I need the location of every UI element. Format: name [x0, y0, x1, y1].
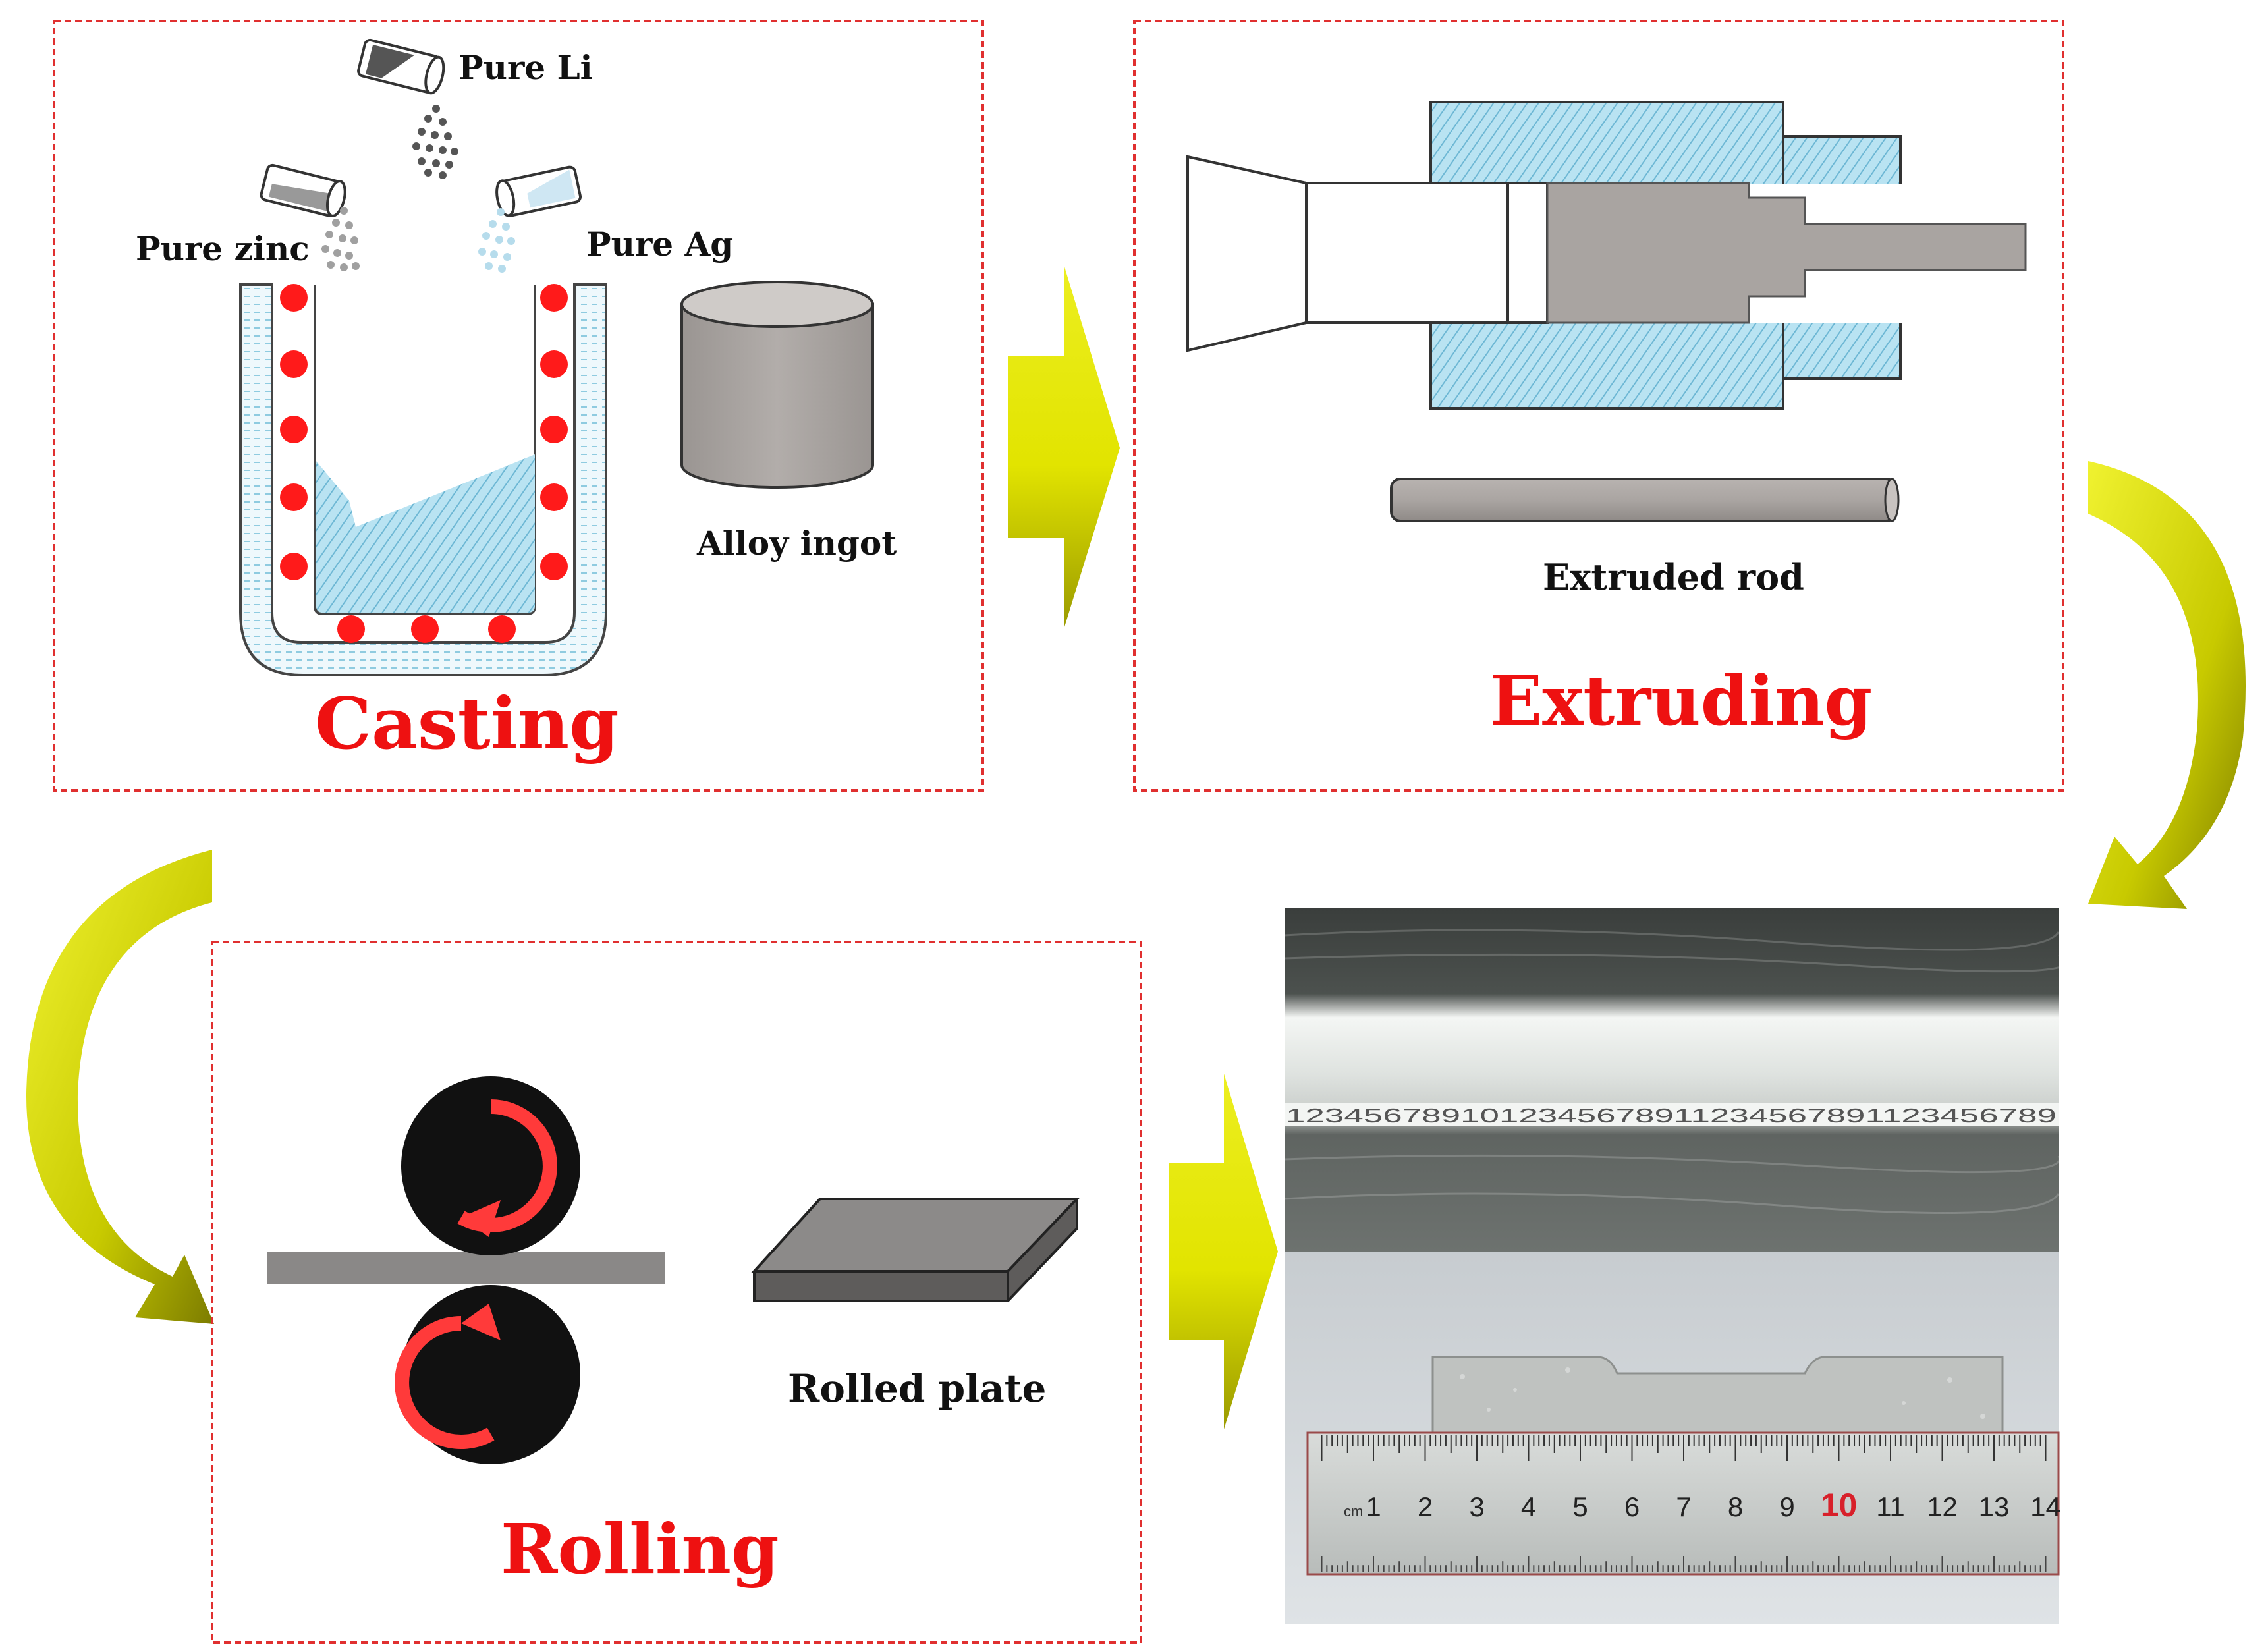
label-pure-li: Pure Li: [458, 48, 593, 87]
ruler-number: 11: [1876, 1491, 1905, 1522]
ruler-number: 7: [1676, 1491, 1691, 1522]
ruler-number: 12: [1927, 1491, 1958, 1522]
ruler-number: 14: [2030, 1491, 2061, 1522]
crucible: [239, 283, 607, 676]
label-pure-ag: Pure Ag: [586, 225, 733, 263]
heater-dots: [280, 284, 568, 643]
alloy-ingot: [680, 281, 874, 489]
casting-title: Casting: [315, 682, 619, 765]
label-pure-zinc: Pure zinc: [136, 229, 310, 268]
rotation-arrow-icon: [461, 1304, 501, 1340]
ag-particles: [478, 208, 515, 273]
ruler-number: 10: [1821, 1487, 1858, 1524]
ruler-number: 1: [1366, 1491, 1381, 1522]
extruding-panel: Extruded rod Extruding: [1133, 20, 2064, 792]
rotation-arrow-icon: [461, 1200, 501, 1237]
extruding-title: Extruding: [1490, 660, 1872, 741]
ruler-ticks: [1321, 1435, 2047, 1572]
arrow-extruding-to-photo: [2088, 461, 2246, 909]
ruler-number: 8: [1728, 1491, 1743, 1522]
ruler-unit: cm: [1344, 1503, 1363, 1520]
arrow-to-rolling: [26, 850, 215, 1324]
cup-pure-ag: [495, 165, 582, 217]
tape-scale-text: 1234567891012345678911234567891123456789: [1286, 1104, 2057, 1127]
ruler-number: 5: [1572, 1491, 1588, 1522]
arrow-rolling-to-photo: [1169, 1074, 1278, 1429]
billet: [1546, 182, 2027, 324]
rolling-panel-border: [211, 941, 1142, 1644]
label-alloy-ingot: Alloy ingot: [696, 524, 897, 563]
molten-metal: [316, 454, 535, 613]
label-extruded-rod: Extruded rod: [1543, 556, 1804, 598]
casting-panel-border: [53, 20, 984, 792]
upper-roller: [401, 1076, 580, 1255]
cup-pure-zinc: [260, 163, 346, 217]
ruler-number: 6: [1624, 1491, 1640, 1522]
ram: [1186, 155, 1549, 352]
casting-panel: Pure Li Pure zinc Pure Ag Alloy ingot Ca…: [53, 20, 984, 792]
rolling-title: Rolling: [501, 1508, 779, 1589]
ruler-number: 3: [1469, 1491, 1484, 1522]
ruler-number: 9: [1779, 1491, 1794, 1522]
extruded-rod: [1390, 478, 1900, 522]
rolled-plate: [751, 1198, 1080, 1302]
arrow-casting-to-extruding: [1008, 265, 1120, 629]
cup-pure-li: [357, 38, 445, 95]
measure-tape: [1285, 1103, 2059, 1126]
ruler-number: 13: [1979, 1491, 2010, 1522]
zinc-particles: [321, 207, 360, 271]
label-rolled-plate: Rolled plate: [788, 1366, 1046, 1411]
extruding-panel-border: [1133, 20, 2064, 792]
tensile-specimen: [1431, 1356, 2004, 1444]
rolling-panel: Rolled plate Rolling: [211, 941, 1142, 1644]
ruler-number: 4: [1521, 1491, 1536, 1522]
rolled-strip: [267, 1252, 665, 1284]
ruler-number: 2: [1418, 1491, 1433, 1522]
lower-roller: [395, 1285, 580, 1464]
photo-extruded-bar: [1285, 908, 2059, 1252]
li-particles: [412, 105, 458, 179]
sample-photos: 1234567891012345678911234567891123456789…: [1284, 908, 2068, 1624]
